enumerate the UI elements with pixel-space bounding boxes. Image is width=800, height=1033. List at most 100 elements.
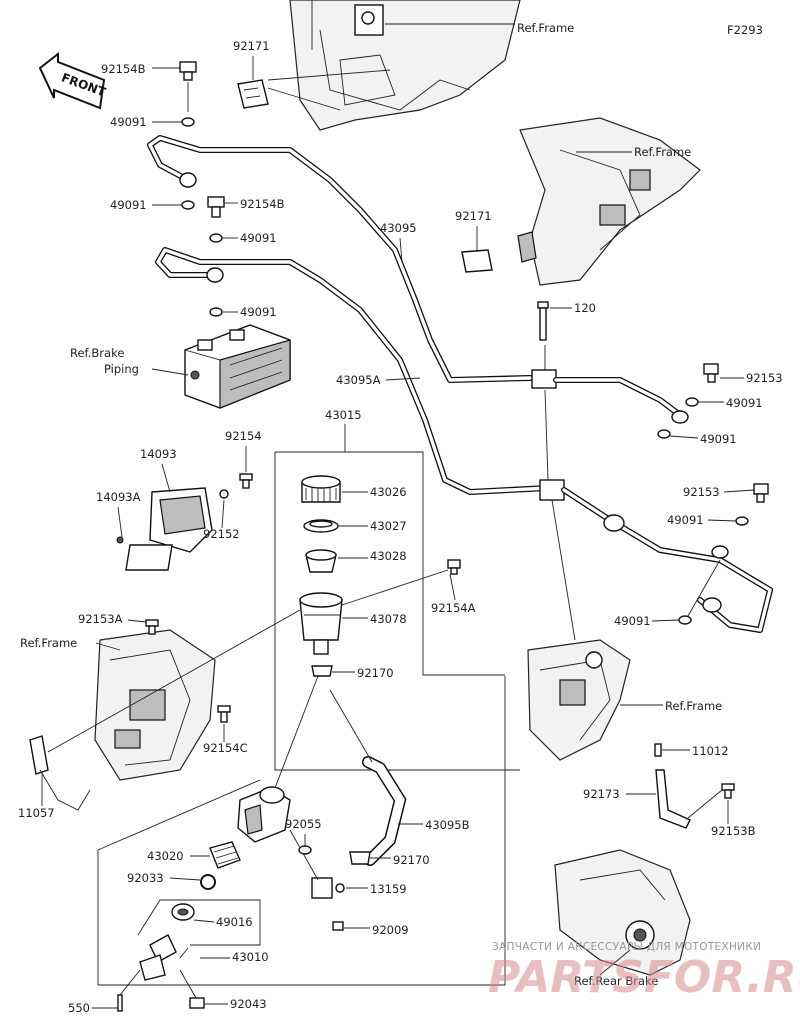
label-49091-c: 49091 — [240, 231, 277, 245]
label-92154a: 92154A — [431, 601, 476, 615]
label-43095b: 43095B — [425, 818, 470, 832]
label-43020: 43020 — [147, 849, 184, 863]
label-92055: 92055 — [285, 817, 322, 831]
diagram-code: F2293 — [727, 23, 763, 37]
spring-11012 — [654, 743, 662, 757]
label-11012: 11012 — [692, 744, 729, 758]
washer-49091-a — [181, 117, 195, 127]
frame-left-illustration — [94, 629, 216, 781]
bolt-92153-a — [703, 363, 719, 383]
plate-43027 — [303, 519, 339, 533]
label-92152: 92152 — [203, 527, 240, 541]
label-92033: 92033 — [127, 871, 164, 885]
washer-49091-g — [735, 516, 749, 526]
label-92154b-mid: 92154B — [240, 197, 285, 211]
label-92153-b: 92153 — [683, 485, 720, 499]
switch-11057 — [29, 735, 91, 811]
label-49091-d: 49091 — [240, 305, 277, 319]
bracket-92173 — [655, 769, 691, 829]
circlip-92033 — [200, 874, 216, 890]
bolt-92154b-top — [179, 61, 197, 81]
label-92171-top: 92171 — [233, 39, 270, 53]
label-ref-frame-mid: Ref.Frame — [634, 145, 691, 159]
label-92153-a: 92153 — [746, 371, 783, 385]
label-49091-h: 49091 — [614, 614, 651, 628]
washer-49091-d — [209, 307, 223, 317]
rear-brake-bracket — [554, 849, 691, 976]
label-550: 550 — [68, 1001, 90, 1015]
label-92153b: 92153B — [711, 824, 756, 838]
bolt-92153a — [145, 619, 159, 635]
frame-mid-illustration — [519, 117, 701, 286]
label-49091-g: 49091 — [667, 513, 704, 527]
bolt-92009 — [332, 921, 344, 931]
label-92171-mid: 92171 — [455, 209, 492, 223]
label-49016: 49016 — [216, 915, 253, 929]
label-ref-rear-brake: Ref.Rear Brake — [574, 974, 658, 988]
boot-49016 — [171, 903, 195, 921]
brake-pipe-43095a — [155, 247, 551, 495]
oring-92055 — [298, 845, 312, 855]
bolt-92154a — [447, 559, 461, 575]
label-92170-b: 92170 — [393, 853, 430, 867]
washer-49091-c — [209, 233, 223, 243]
bolt-92153-b — [753, 483, 769, 503]
washer-49091-b — [181, 200, 195, 210]
label-92170-a: 92170 — [357, 666, 394, 680]
label-43026: 43026 — [370, 485, 407, 499]
frame-top-illustration — [289, 0, 521, 131]
clip-92171-mid — [461, 231, 537, 273]
label-ref-frame-right: Ref.Frame — [665, 699, 722, 713]
brake-pipe-43095 — [147, 135, 533, 383]
pipe-joint-right — [531, 369, 773, 633]
label-92154c: 92154C — [203, 741, 248, 755]
reservoir-cap-43026 — [301, 475, 341, 503]
washer-49091-h — [678, 615, 692, 625]
label-49091-b: 49091 — [110, 198, 147, 212]
watermark-tagline: ЗАПЧАСТИ И АКСЕССУАРЫ ДЛЯ МОТОТЕХНИКИ — [492, 941, 761, 953]
label-43028: 43028 — [370, 549, 407, 563]
bolt-92154-bracket — [239, 473, 253, 489]
label-14093a: 14093A — [96, 490, 141, 504]
joint-13159 — [311, 877, 345, 899]
label-43095: 43095 — [380, 221, 417, 235]
piston-43020 — [209, 841, 241, 869]
bolt-92153b — [721, 783, 735, 799]
label-49091-e: 49091 — [726, 396, 763, 410]
front-arrow-icon: FRONT — [38, 51, 108, 110]
label-43095a: 43095A — [336, 373, 381, 387]
bolt-120 — [537, 301, 549, 341]
pushrod — [139, 934, 177, 981]
washer-92152 — [219, 489, 229, 499]
label-120: 120 — [574, 301, 596, 315]
label-92154: 92154 — [225, 429, 262, 443]
bracket-14093 — [116, 487, 213, 571]
frame-right-illustration — [527, 639, 631, 761]
pin-550 — [117, 994, 123, 1012]
label-92153a: 92153A — [78, 612, 123, 626]
label-13159: 13159 — [370, 882, 407, 896]
label-43015: 43015 — [325, 408, 362, 422]
master-cylinder-43010 — [237, 786, 291, 843]
diaphragm-43028 — [305, 549, 337, 573]
label-ref-frame-left: Ref.Frame — [20, 636, 77, 650]
label-49091-a: 49091 — [110, 115, 147, 129]
reservoir-43078 — [299, 592, 343, 655]
label-ref-brake-1: Ref.Brake — [70, 346, 124, 360]
label-92043: 92043 — [230, 997, 267, 1011]
hose-43095b — [362, 756, 407, 866]
clamp-92170-a — [311, 665, 333, 677]
bolt-92154b-mid — [207, 196, 225, 218]
washer-49091-f — [657, 429, 671, 439]
label-43027: 43027 — [370, 519, 407, 533]
label-ref-frame-top: Ref.Frame — [517, 21, 574, 35]
label-92173: 92173 — [583, 787, 620, 801]
clip-92171-top — [237, 79, 269, 109]
label-11057: 11057 — [18, 806, 55, 820]
brake-hydraulic-unit — [184, 324, 291, 409]
label-14093: 14093 — [140, 447, 177, 461]
bolt-92154c — [217, 705, 231, 723]
clamp-92170-b — [349, 851, 371, 865]
label-49091-f: 49091 — [700, 432, 737, 446]
